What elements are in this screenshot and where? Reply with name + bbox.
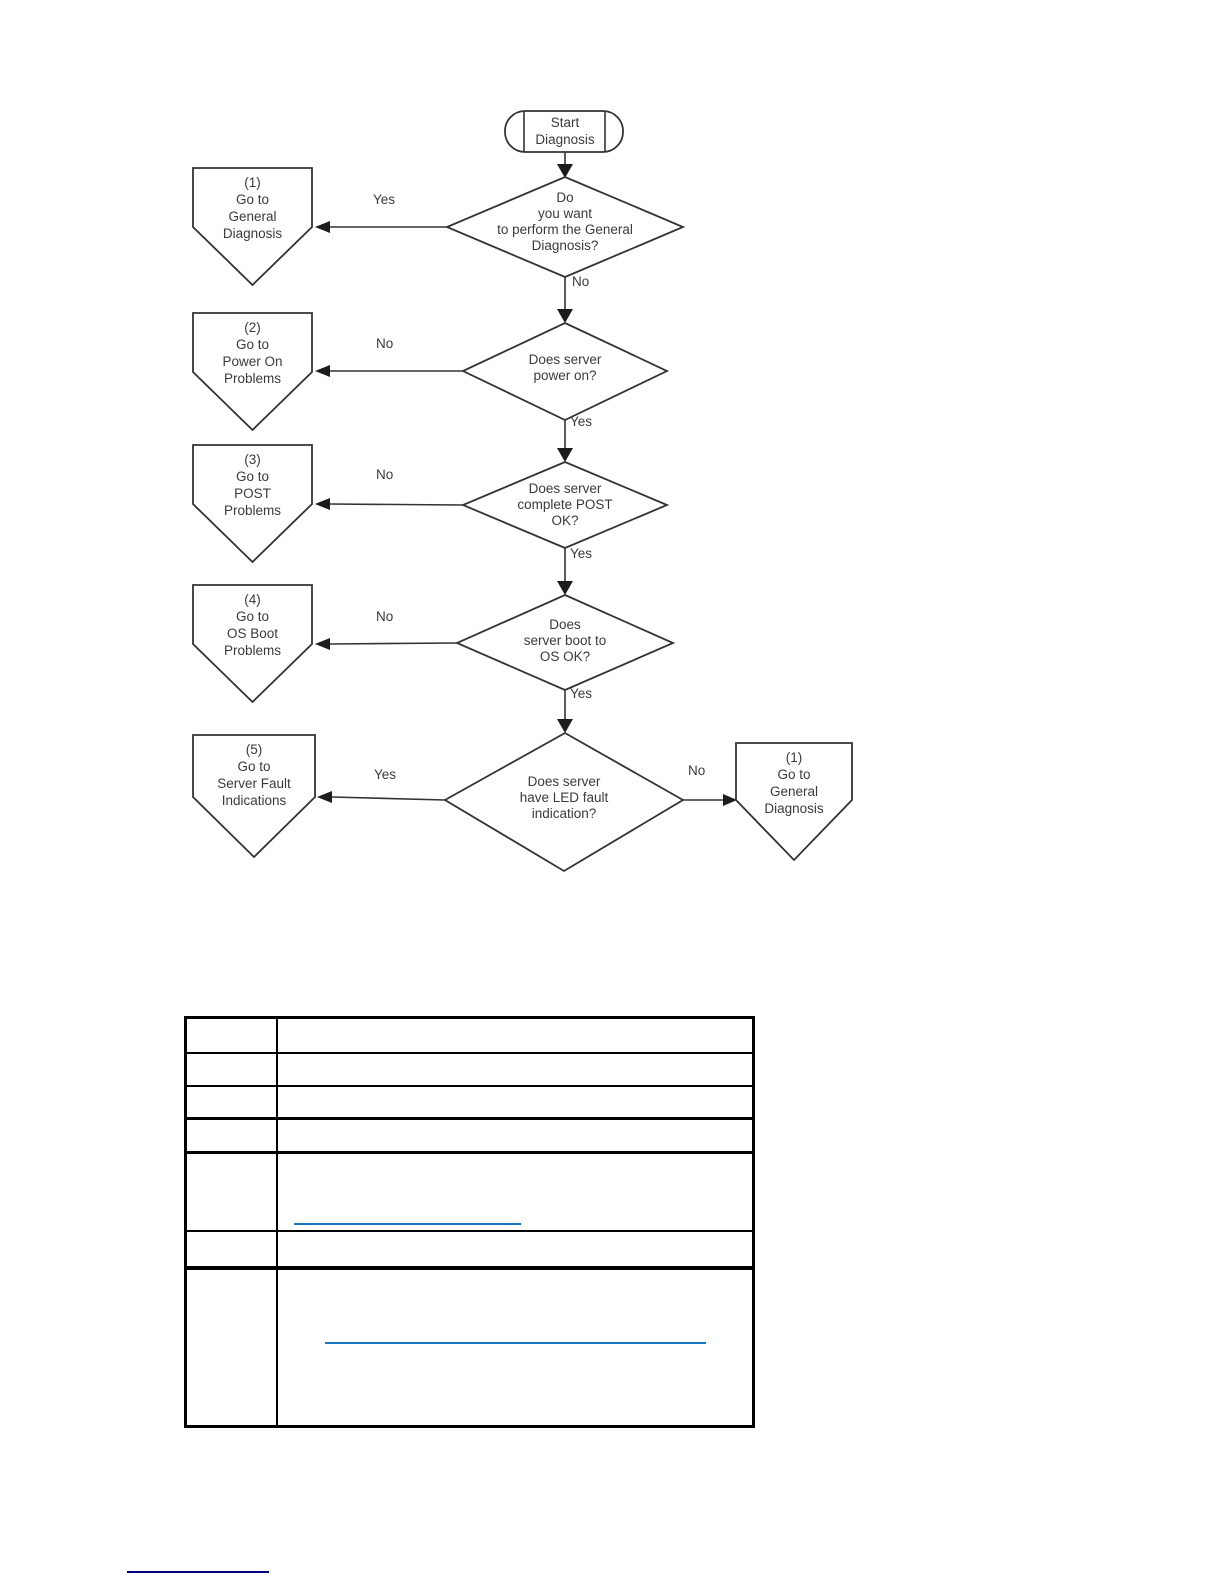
table-cell (275, 1016, 755, 1054)
summary-table (184, 1016, 755, 1428)
decision-os-boot-shape (454, 594, 676, 691)
terminal-server-fault-indications-label: (5) Go to Server Fault Indications (217, 742, 291, 808)
table-cell (184, 1117, 278, 1154)
edge-label-led-fault-no: No (688, 763, 706, 778)
decision-led-fault-shape (443, 731, 685, 873)
edge-label-power-on-no: No (376, 336, 394, 351)
terminal-power-on-problems-label: (2) Go to Power On Problems (222, 320, 283, 386)
table-cell (275, 1117, 755, 1154)
table-row (184, 1016, 755, 1054)
terminal-os-boot-problems-shape (192, 584, 313, 704)
edge-label-general-yes: Yes (373, 192, 396, 207)
edge-label-os-boot-yes: Yes (570, 686, 593, 701)
flowchart-graphic (192, 110, 853, 873)
table-row7-link[interactable] (324, 1341, 706, 1344)
terminal-post-problems-label: (3) Go to POST Problems (223, 452, 282, 518)
table-cell (275, 1266, 755, 1428)
terminal-general-diagnosis-label: (1) Go to General Diagnosis (222, 175, 283, 241)
edge-label-os-boot-no: No (376, 609, 394, 624)
decision-power-on-shape (460, 322, 670, 421)
edge-label-general-no: No (572, 274, 590, 289)
edge-label-post-no: No (376, 467, 394, 482)
start-terminator-shape (504, 110, 624, 153)
decision-power-on-label: Does server power on? (528, 352, 602, 383)
table-row5-link[interactable] (293, 1222, 521, 1225)
table-row (184, 1051, 755, 1087)
table-cell (184, 1151, 278, 1232)
table-row (184, 1229, 755, 1270)
edge-label-power-on-yes: Yes (570, 414, 593, 429)
terminal-post-problems-shape (192, 444, 313, 564)
table-cell (184, 1051, 278, 1087)
terminal-general-diagnosis-right-shape (735, 742, 853, 862)
table-cell (184, 1229, 278, 1270)
flow-connectors (315, 152, 737, 806)
terminal-power-on-problems-shape (192, 312, 313, 432)
table-cell (184, 1084, 278, 1120)
decision-post-label: Does server complete POST OK? (517, 481, 613, 528)
start-terminator-label: Start Diagnosis (535, 115, 595, 147)
table-row (184, 1084, 755, 1120)
table-row (184, 1266, 755, 1428)
terminal-os-boot-problems-label: (4) Go to OS Boot Problems (223, 592, 282, 658)
table-row (184, 1151, 755, 1232)
table-cell (275, 1084, 755, 1120)
footer-link[interactable] (127, 1571, 269, 1573)
decision-led-fault-label: Does server have LED fault indication? (519, 774, 609, 821)
terminal-general-diagnosis-shape (192, 167, 313, 287)
terminal-server-fault-indications-shape (192, 734, 316, 859)
edge-label-post-yes: Yes (570, 546, 593, 561)
edge-label-led-fault-yes: Yes (374, 767, 397, 782)
decision-os-boot-label: Does server boot to OS OK? (523, 617, 607, 664)
table-row (184, 1117, 755, 1154)
decision-post-shape (460, 461, 670, 549)
table-cell (275, 1151, 755, 1232)
table-cell (184, 1016, 278, 1054)
table-cell (275, 1051, 755, 1087)
table-cell (184, 1266, 278, 1428)
terminal-general-diagnosis-right-label: (1) Go to General Diagnosis (764, 750, 824, 816)
decision-general-label: Do you want to perform the General Diagn… (497, 190, 633, 253)
table-cell (275, 1229, 755, 1270)
decision-general-shape (444, 176, 686, 278)
